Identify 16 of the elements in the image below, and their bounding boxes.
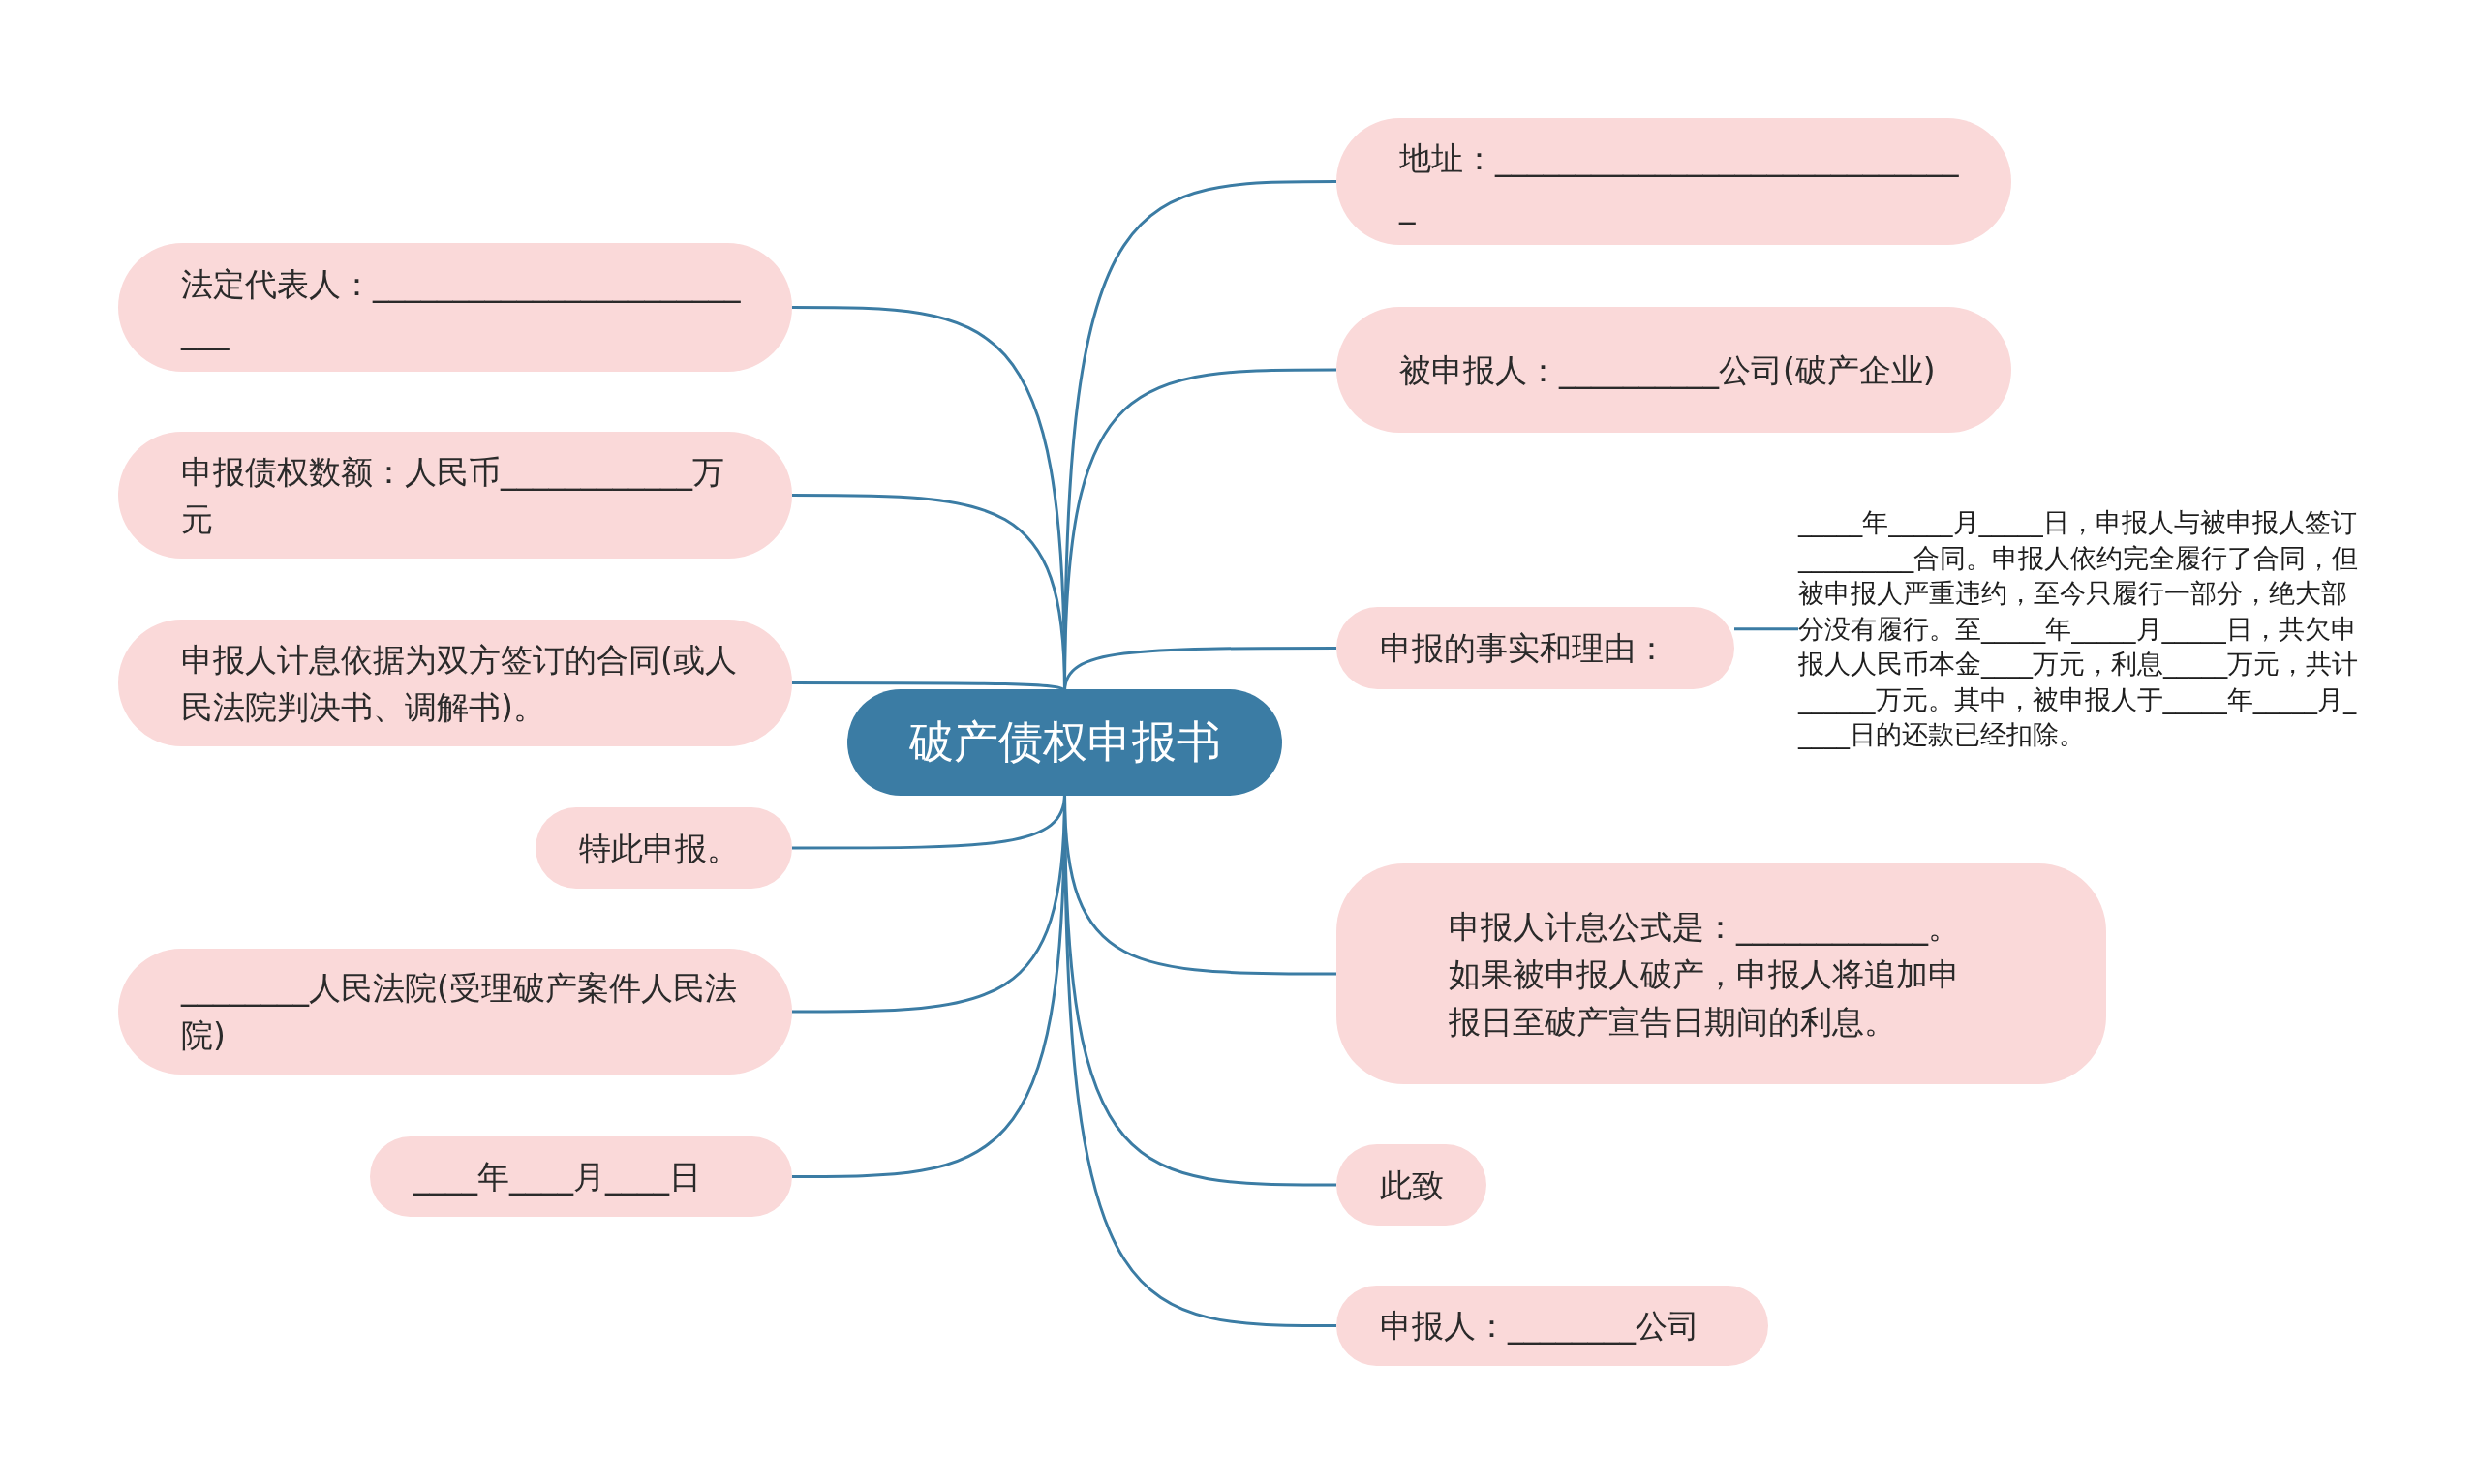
- topic-text: 申报的事实和理由：: [1380, 628, 1668, 669]
- topic-pill: [1336, 863, 2106, 1084]
- topic-text: 地址：______________________________: [1399, 137, 1960, 227]
- topic-text: 法定代表人：__________________________: [181, 263, 742, 352]
- topic-text: 此致: [1380, 1165, 1444, 1206]
- topic-text: 申报债权数额：人民币____________万元: [181, 451, 725, 540]
- topic-text: 特此申报。: [579, 828, 739, 869]
- central-topic: 破产债权申报书: [847, 689, 1282, 796]
- connector-line: [1734, 627, 1798, 631]
- topic-text: ________人民法院(受理破产案件人民法院): [181, 968, 738, 1056]
- topic-text: ____年____月____日: [413, 1157, 701, 1197]
- topic-text: 被申报人：__________公司(破产企业): [1399, 349, 1936, 391]
- note-text: _____年_____月_____日，申报人与被申报人签订_________合同。申报人依约完全履行了合同，但被申报人严重违约，至今只履行一部分，绝大部分没有履行。至_____年_____月_____日，共欠申报人人民币本金____万元，利息_____万元，共计______万元。其中，被申报人于_____年_____月_____日的还款已经扣除。: [1798, 505, 2360, 753]
- topic-text: 申报人计息依据为双方签订的合同(或人民法院判决书、调解书)。: [181, 639, 738, 728]
- topic-text: 申报人：________公司: [1380, 1306, 1699, 1347]
- topic-text: 申报人计息公式是：____________。如果被申报人破产，申报人将追加申报日至破产宣告日期间的利息。: [1449, 906, 1961, 1043]
